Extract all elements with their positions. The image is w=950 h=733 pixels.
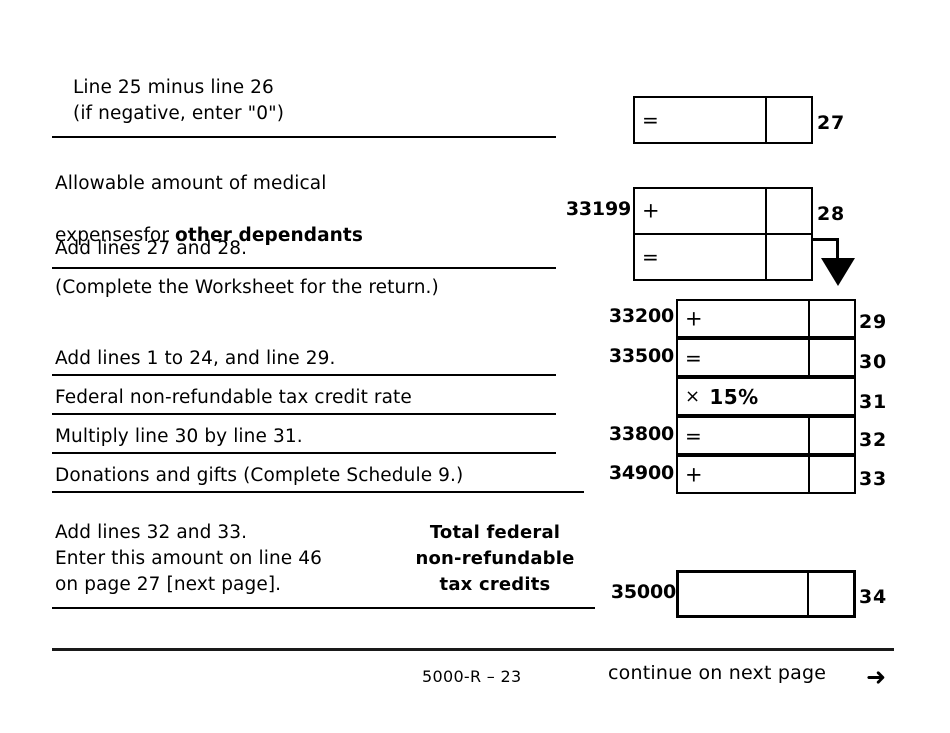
credit-rate-value: 15% [709,384,759,409]
label-line-28-text-c: (Complete the Worksheet for the return.) [55,277,439,298]
label-line-28-text-b-bold: other dependants [175,225,363,246]
operator-equals-line-30: = [685,345,702,370]
line-number-30: 30 [859,351,888,373]
label-credit-rate: Federal non-refundable tax credit rate [55,387,412,408]
label-line-27: Line 25 minus line 26 (if negative, ente… [73,77,285,124]
label-add-lines-27-28: Add lines 27 and 28. [55,238,248,259]
line-number-32: 32 [859,429,888,451]
connector-arrowhead [821,258,855,286]
cents-divider-line-30 [808,340,810,375]
operator-equals-line-27: = [642,108,659,132]
cents-divider-line-32 [808,418,810,453]
cents-divider-line-33 [808,457,810,492]
box-code-34900: 34900 [608,462,674,484]
operator-equals-subtotal: = [642,245,659,269]
operator-plus-line-29: + [685,306,703,330]
amount-box-line-29[interactable]: + [676,299,856,338]
box-code-35000: 35000 [610,581,676,603]
amount-box-line-30[interactable]: = [676,338,856,377]
rule-under-multiply [52,452,556,454]
cents-divider-line-28 [765,189,767,233]
line-number-33: 33 [859,468,888,490]
form-code-footer: 5000-R – 23 [422,667,522,686]
box-code-33800: 33800 [608,423,674,445]
rule-under-donations [52,491,584,493]
rule-under-credit-rate [52,413,556,415]
label-multiply-30-by-31: Multiply line 30 by line 31. [55,426,303,447]
operator-plus-line-28: + [642,198,660,223]
box-code-33199: 33199 [565,198,631,220]
footer-separator-rule [52,648,894,651]
line-number-34: 34 [859,586,888,608]
connector-vertical [836,238,839,260]
line-number-31: 31 [859,391,888,413]
cents-divider-line-34 [807,573,809,615]
label-line-28-text-b-pre: expensesfor [55,225,176,246]
amount-box-line-33[interactable]: + [676,455,856,494]
amount-box-line-27[interactable]: = [633,96,813,144]
label-donations-and-gifts: Donations and gifts (Complete Schedule 9… [55,465,464,486]
amount-box-line-32[interactable]: = [676,416,856,455]
connector-horizontal [811,238,839,241]
box-code-33500: 33500 [608,345,674,367]
cents-divider-subtotal [765,235,767,279]
amount-box-subtotal-27-28[interactable]: = [633,233,813,281]
amount-box-line-34[interactable] [676,570,856,618]
rule-under-line-27 [52,136,556,138]
rule-under-final [52,607,595,609]
operator-equals-line-32: = [685,423,702,448]
box-code-33200: 33200 [608,305,674,327]
continue-next-page-note: continue on next page [608,662,827,684]
label-add-lines-1-24-29: Add lines 1 to 24, and line 29. [55,348,336,369]
line-number-27: 27 [817,112,846,134]
rule-under-add-1-24-29 [52,374,556,376]
caption-total-federal-credits: Total federal non-refundable tax credits [415,522,575,595]
label-final-instructions: Add lines 32 and 33. Enter this amount o… [55,522,322,595]
amount-box-line-31: × 15% [676,377,856,416]
amount-box-line-28[interactable]: + [633,187,813,235]
operator-plus-line-33: + [685,462,703,486]
line-number-29: 29 [859,311,888,333]
label-line-28-text-a: Allowable amount of medical [55,173,327,194]
rule-under-add-27-28 [52,267,556,269]
operator-multiply-line-31: × [685,385,701,407]
label-line-28-part1: Allowable amount of medical expensesfor … [55,145,575,301]
cents-divider-line-27 [765,98,767,142]
arrow-right-icon: ➜ [866,663,887,691]
cents-divider-line-29 [808,301,810,336]
line-number-28: 28 [817,203,846,225]
